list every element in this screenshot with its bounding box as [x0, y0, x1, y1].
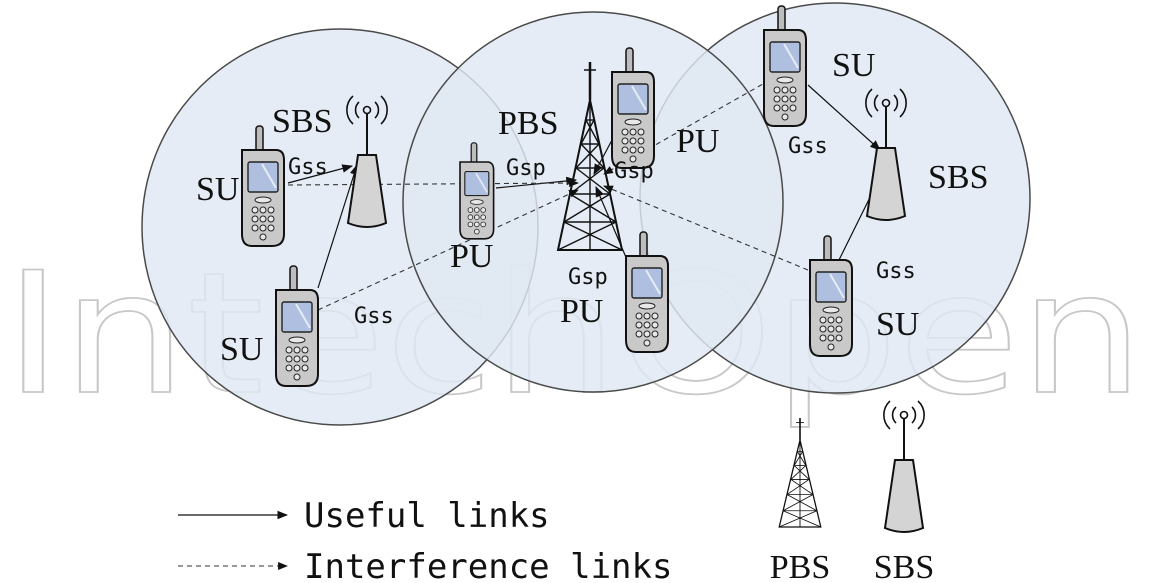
gain-label: Gsp	[506, 156, 546, 181]
gain-label: Gsp	[614, 159, 654, 184]
gain-label: Gss	[876, 259, 916, 284]
pu-label-middle-bottom: PU	[560, 293, 603, 330]
cell-middle	[402, 11, 784, 393]
su-label-left-top: SU	[196, 171, 239, 208]
gain-label: Gsp	[568, 265, 608, 290]
legend-sbs-label: SBS	[874, 549, 935, 583]
useful-link-su2-sbs	[317, 163, 359, 289]
pu-label-middle-left: PU	[450, 238, 493, 275]
sbs-label-left: SBS	[272, 103, 333, 140]
useful-link-su1-sbs	[287, 164, 354, 184]
legend-pbs-label: PBS	[770, 549, 831, 583]
su-label-right-top: SU	[832, 47, 875, 84]
interference-link-su2-pbs	[317, 189, 579, 311]
sbs-label-right: SBS	[928, 159, 989, 196]
su-label-right-bottom: SU	[876, 306, 919, 343]
interference-link-su1-pbs	[287, 179, 579, 188]
gain-label: Gss	[354, 304, 394, 329]
gain-label: Gss	[788, 134, 828, 159]
legend-useful-label: Useful links	[304, 496, 550, 536]
legend-interference-label: Interference links	[304, 547, 672, 583]
gain-label: Gss	[288, 155, 328, 180]
pu-label-middle-top: PU	[676, 123, 719, 160]
interference-link-su3-pbs	[603, 79, 771, 175]
legend-pbs-icon	[778, 417, 822, 528]
pbs-label: PBS	[498, 105, 559, 142]
su-label-left-bottom: SU	[220, 331, 263, 368]
useful-link-su3-sbs	[807, 84, 881, 151]
interference-link-su4-pbs	[603, 185, 809, 271]
useful-link-pu1-pbs	[495, 176, 578, 189]
